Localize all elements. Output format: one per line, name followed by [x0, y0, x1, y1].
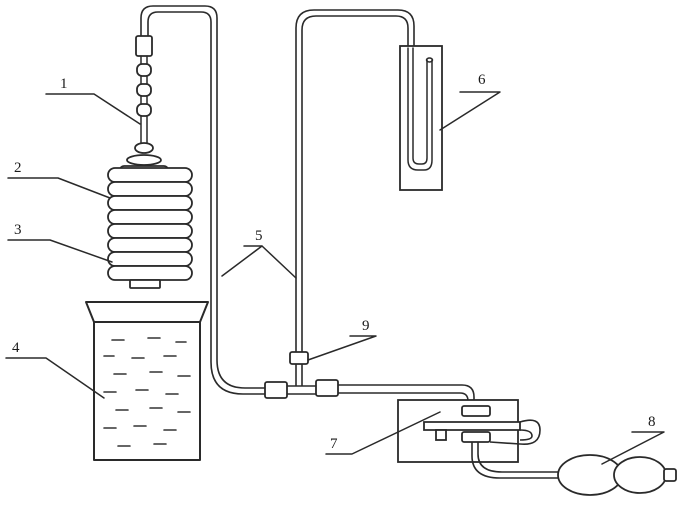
label-4: 4	[12, 340, 20, 356]
junction-tubing	[264, 351, 475, 408]
label-2: 2	[14, 160, 22, 176]
manometer-tube	[295, 9, 415, 352]
connector-chain	[126, 35, 162, 166]
label-6: 6	[478, 72, 486, 88]
label-7: 7	[330, 436, 338, 452]
label-3: 3	[14, 222, 22, 238]
bellows-tube	[140, 5, 265, 395]
leader-lines	[5, 91, 665, 465]
label-9: 9	[362, 318, 370, 334]
label-8: 8	[648, 414, 656, 430]
hand-bulb	[471, 442, 677, 496]
manometer	[399, 45, 443, 191]
label-1: 1	[60, 76, 68, 92]
bellows	[107, 165, 193, 289]
water-container	[85, 301, 209, 461]
valve-box	[397, 399, 541, 463]
label-5: 5	[255, 228, 263, 244]
